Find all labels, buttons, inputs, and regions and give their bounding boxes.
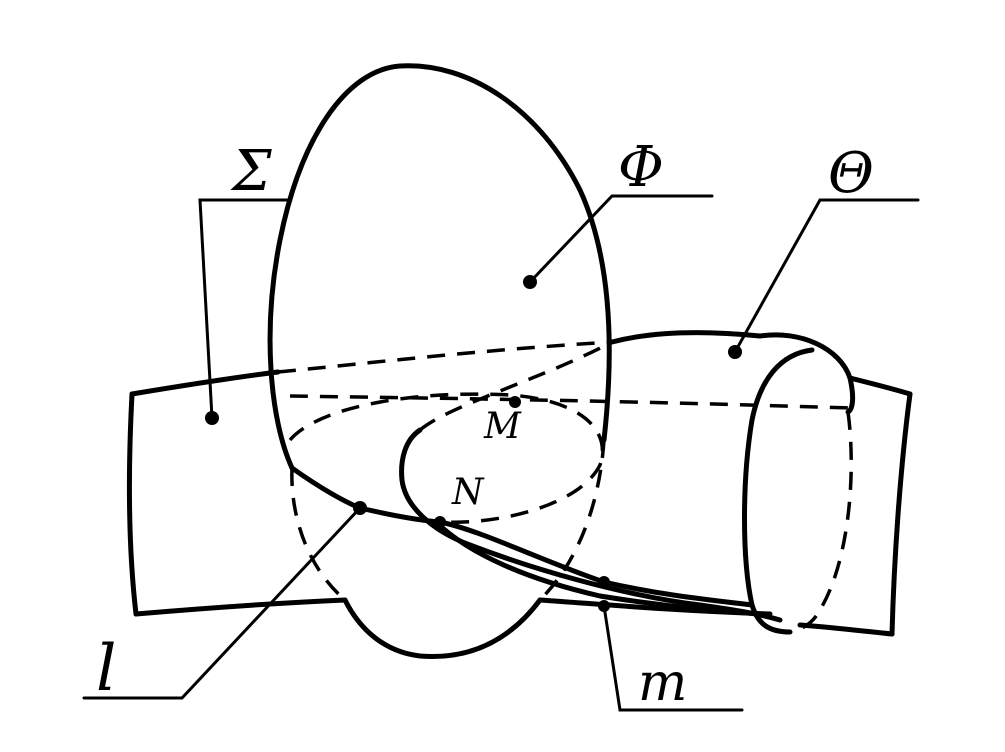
label-curve-l: l [96,632,116,706]
surface-theta [399,332,856,635]
intersection-curve-l [357,505,755,608]
point-m [509,396,521,408]
label-point-m: M [483,406,522,447]
curve-m-point-upper [598,576,610,588]
label-point-n: N [451,472,485,513]
leader-lines [82,194,920,712]
label-theta: Θ [828,141,874,206]
label-curve-m: m [638,653,687,713]
label-sigma: Σ [230,139,272,204]
label-phi: Φ [618,135,664,200]
surface-sigma [126,330,913,637]
point-n [434,516,446,528]
surface-phi [267,63,612,659]
